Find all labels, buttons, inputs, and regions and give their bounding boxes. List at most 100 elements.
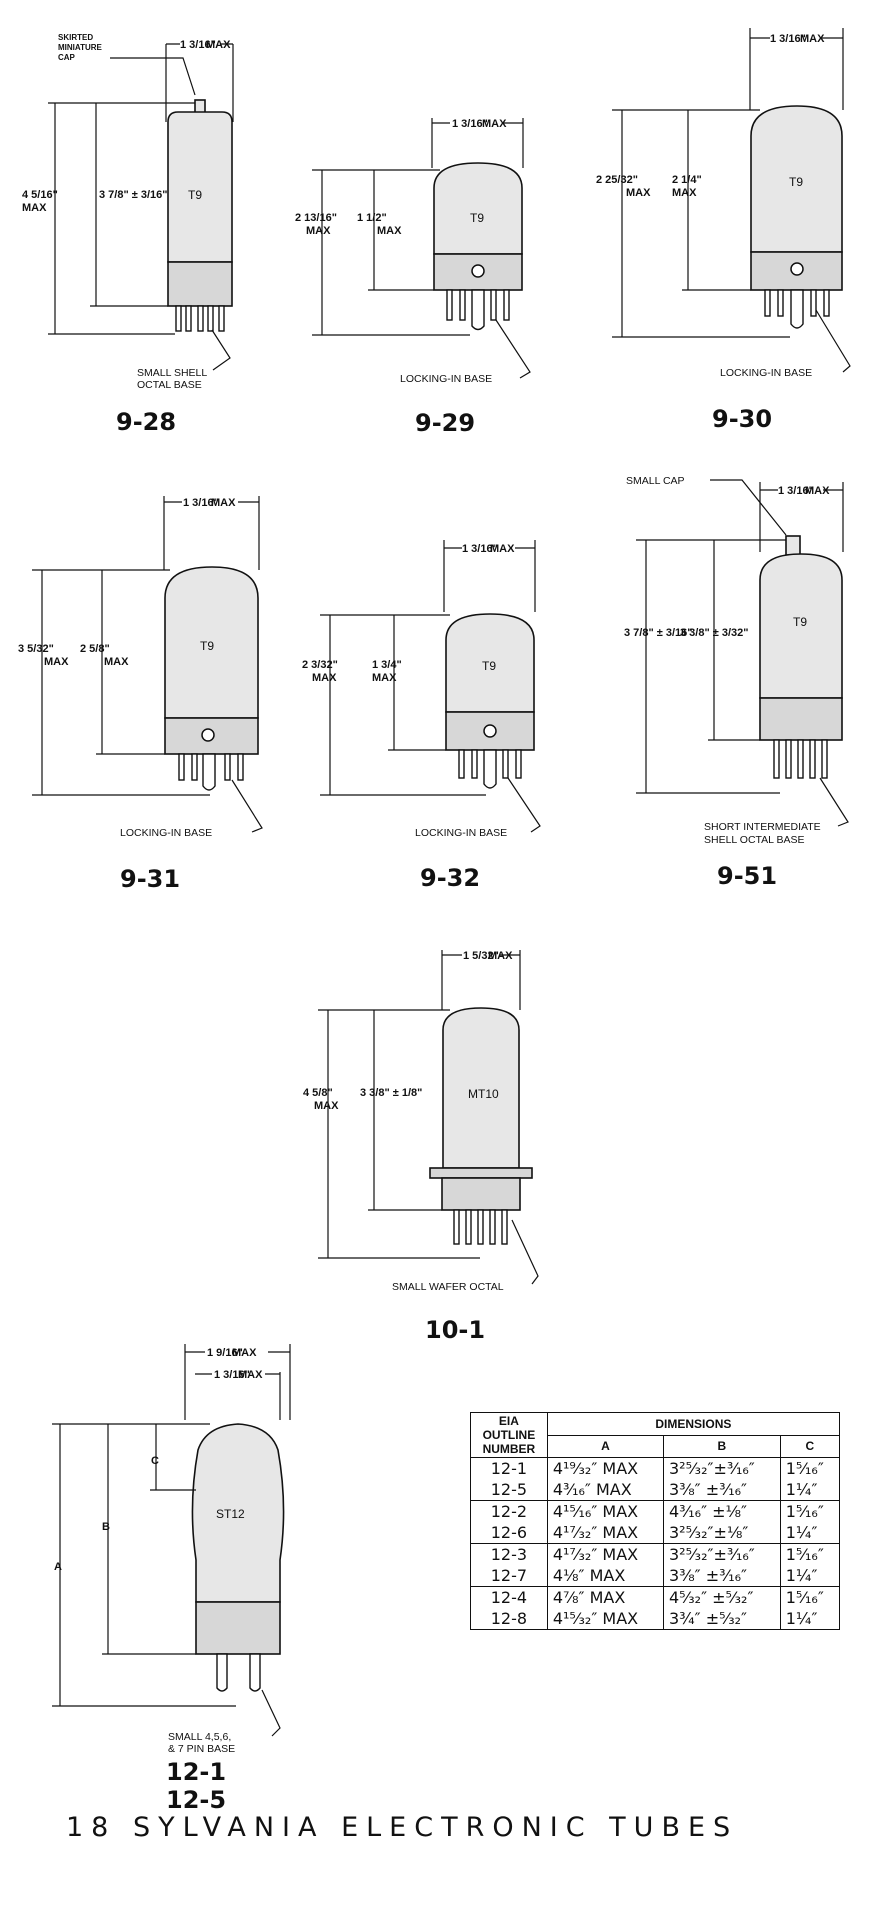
dia-max-tag: MAX — [805, 485, 830, 497]
max-tag: MAX — [312, 672, 337, 684]
overall-height: 2 13/16" — [295, 212, 337, 224]
dia-extension — [431, 118, 524, 168]
base-label: LOCKING-IN BASE — [120, 827, 212, 839]
dim-b-value: 3²⁵⁄₃₂″±³⁄₁₆″ — [662, 1457, 781, 1479]
seated-dim-line — [708, 540, 760, 741]
outline-9-31: 1 3/16" MAX T9 3 5/32" MAX 2 5/8" MAX LO… — [18, 496, 263, 893]
dim-a-value: 4¹⁵⁄₃₂″ MAX — [546, 1608, 664, 1630]
max-tag: MAX — [22, 202, 47, 214]
base-label-line1: SMALL 4,5,6, — [168, 1731, 231, 1743]
base-label: LOCKING-IN BASE — [720, 367, 812, 379]
base-leader — [819, 777, 849, 827]
dim-a-value: 4¹⁵⁄₁₆″ MAX — [546, 1500, 664, 1522]
seated-height: 2 5/8" — [80, 643, 110, 655]
overall-dim-line — [48, 102, 195, 335]
dim-c-value: 1⁵⁄₁₆″ — [779, 1500, 841, 1522]
base-shell — [441, 1177, 521, 1211]
dim-c-value: 1⁵⁄₁₆″ — [779, 1457, 841, 1479]
dia-extension — [184, 1344, 291, 1420]
overall-dim-line — [312, 169, 470, 336]
overall-dim-line — [320, 614, 486, 796]
dim-a-value: 4¹⁷⁄₃₂″ MAX — [546, 1522, 664, 1544]
max-tag: MAX — [314, 1100, 339, 1112]
dim-b-value: 3¾″ ±⁵⁄₃₂″ — [662, 1608, 781, 1630]
max-tag: MAX — [626, 187, 651, 199]
base-leader — [261, 1689, 281, 1737]
figure-number: 10-1 — [425, 1316, 485, 1344]
base-shell — [195, 1601, 281, 1655]
dia-extension — [443, 540, 536, 612]
dim-c-value: 1⁵⁄₁₆″ — [779, 1543, 841, 1565]
outline-number: 12-5 — [470, 1479, 548, 1501]
dia-label: 1 3/16" — [462, 543, 498, 555]
seated-dim-line — [368, 170, 434, 291]
overall-dim-line — [318, 1009, 480, 1259]
bulb-type: ST12 — [216, 1507, 245, 1521]
dia2-max-tag: MAX — [238, 1369, 263, 1381]
outline-9-32: 1 3/16" MAX T9 2 3/32" MAX 1 3/4" MAX LO… — [302, 540, 541, 892]
figure-number: 9-30 — [712, 405, 772, 433]
outline-number: 12-7 — [470, 1565, 548, 1587]
eia-header: EIA OUTLINE NUMBER — [470, 1412, 548, 1458]
dim-c-value: 1⁵⁄₁₆″ — [779, 1586, 841, 1608]
bulb-type: T9 — [793, 615, 807, 629]
cap-label-line2: MINIATURE — [58, 43, 103, 52]
dia-extension — [759, 482, 844, 552]
base-shell — [167, 261, 233, 307]
outline-9-51: SMALL CAP 1 3/16" MAX T9 3 7/8" ± 3/16" … — [624, 475, 849, 890]
base-leader — [211, 329, 231, 371]
overall-dim-line — [612, 109, 790, 338]
overall-height: 2 3/32" — [302, 659, 338, 671]
dim-a-value: 4¹⁷⁄₃₂″ MAX — [546, 1543, 664, 1565]
seated-height: 2 1/4" — [672, 174, 702, 186]
seated-max-tag: MAX — [104, 656, 129, 668]
figure-number: 9-51 — [717, 862, 777, 890]
bulb — [750, 105, 843, 253]
max-tag: MAX — [306, 225, 331, 237]
bulb — [445, 613, 535, 713]
dia-max-tag: MAX — [211, 497, 236, 509]
figure-number: 9-31 — [120, 865, 180, 893]
figure-number: 9-29 — [415, 409, 475, 437]
base-label-line2: SHELL OCTAL BASE — [704, 834, 805, 846]
overall-dim-line — [636, 539, 786, 794]
page-footer: 18 SYLVANIA ELECTRONIC TUBES — [66, 1812, 739, 1843]
base-key-hole — [483, 724, 497, 738]
dim-b-value: 3³⁄₈″ ±³⁄₁₆″ — [662, 1565, 781, 1587]
bulb — [759, 553, 843, 699]
dia-max-tag: MAX — [482, 118, 507, 130]
bulb — [191, 1423, 285, 1603]
bulb-type: T9 — [482, 659, 496, 673]
base-label-line1: SHORT INTERMEDIATE — [704, 821, 821, 833]
dia-max-tag: MAX — [490, 543, 515, 555]
pins — [446, 289, 510, 331]
dim-a-value: 4¹⁹⁄₃₂″ MAX — [546, 1457, 664, 1479]
outline-number: 12-6 — [470, 1522, 548, 1544]
cap-label: SMALL CAP — [626, 475, 685, 487]
seated-dim-line — [682, 110, 751, 291]
dia-label: 1 3/16" — [183, 497, 219, 509]
overall-dim-line — [32, 569, 210, 796]
overall-height: 2 25/32" — [596, 174, 638, 186]
pins — [216, 1653, 261, 1692]
overall-height: 3 5/32" — [18, 643, 54, 655]
dim-b-value: 4³⁄₁₆″ ±⅛″ — [662, 1500, 781, 1522]
dim-c-value: 1¼″ — [779, 1608, 841, 1630]
bulb — [167, 111, 233, 263]
dia-extension — [163, 496, 260, 570]
dia-label: 1 5/32" — [463, 950, 499, 962]
base-label: LOCKING-IN BASE — [400, 373, 492, 385]
figure-number: 9-28 — [116, 408, 176, 436]
seated-max-tag: MAX — [672, 187, 697, 199]
outline-12-1: 1 9/16" MAX 1 3/16" MAX ST12 A B C SMALL… — [52, 1344, 291, 1814]
col-a-header: A — [546, 1434, 664, 1458]
figure-number-2: 12-5 — [166, 1786, 226, 1814]
outline-9-29: 1 3/16" MAX T9 2 13/16" MAX 1 1/2" MAX L… — [295, 118, 531, 437]
base-leader — [231, 779, 263, 833]
base-shell — [759, 697, 843, 741]
eia-header-line3: NUMBER — [482, 1442, 536, 1456]
